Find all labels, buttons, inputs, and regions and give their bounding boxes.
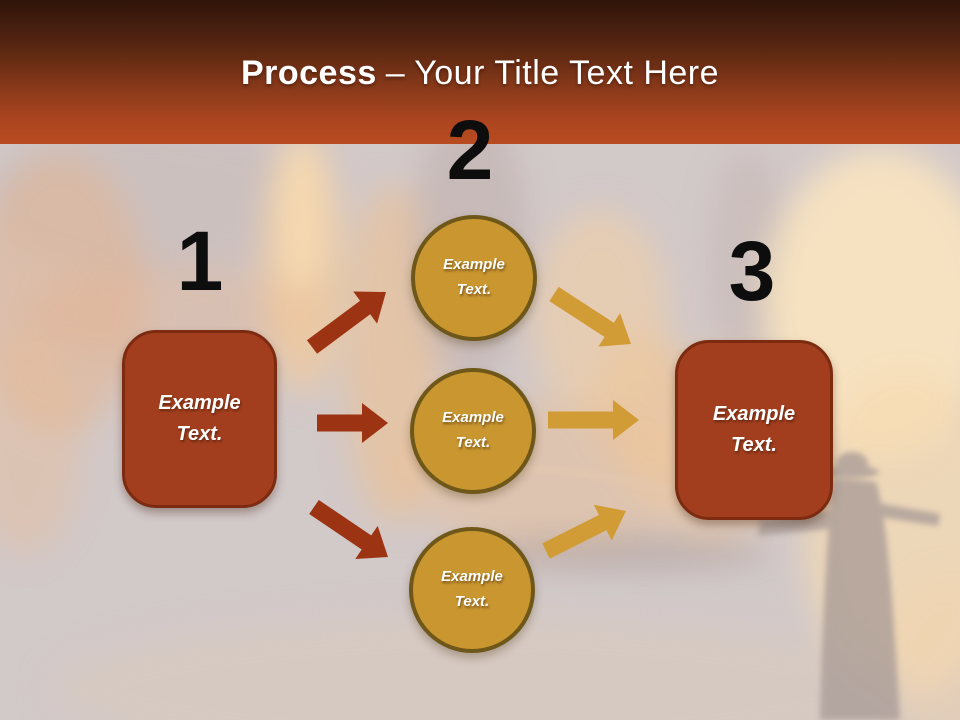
- slide-title: Process–Your Title Text Here: [241, 52, 719, 93]
- firefighter-silhouette: [757, 452, 940, 720]
- step3-label: Example Text.: [712, 403, 796, 456]
- title-dash: –: [385, 53, 406, 92]
- title-bar: Process–Your Title Text Here: [0, 0, 960, 144]
- step1-label: Example Text.: [158, 392, 241, 445]
- step2-circle-top: Example Text.: [411, 215, 537, 341]
- step2-circle-top-label: Example Text.: [443, 256, 505, 298]
- step2-circle-bottom-label: Example Text.: [441, 568, 503, 610]
- step2-circle-middle-label: Example Text.: [442, 409, 504, 451]
- step2-circle-bottom: Example Text.: [409, 527, 535, 653]
- step2-circle-middle: Example Text.: [410, 368, 536, 494]
- step-number-3: 3: [728, 224, 776, 318]
- title-text: Your Title Text Here: [414, 53, 720, 92]
- step-number-1: 1: [176, 214, 224, 308]
- step3-box: Example Text.: [675, 340, 833, 520]
- title-emphasis: Process: [240, 53, 377, 92]
- step1-box: Example Text.: [122, 330, 277, 508]
- step-number-2: 2: [446, 103, 494, 197]
